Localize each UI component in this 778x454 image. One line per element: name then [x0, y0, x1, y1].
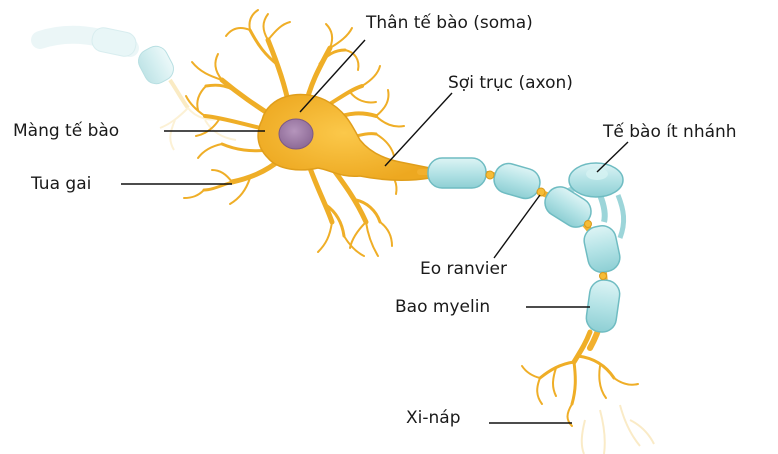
nucleus [279, 119, 313, 149]
leader-ranvier [494, 195, 540, 258]
label-membrane: Màng tế bào [13, 121, 119, 141]
label-synapse: Xi-náp [406, 408, 461, 428]
label-oligodendrocyte: Tế bào ít nhánh [603, 122, 737, 142]
leader-axon [385, 93, 452, 166]
label-node-of-ranvier: Eo ranvier [420, 259, 507, 279]
label-myelin-sheath: Bao myelin [395, 297, 490, 317]
label-axon: Sợi trục (axon) [448, 73, 573, 93]
axon-terminals [522, 332, 638, 426]
label-dendrite: Tua gai [31, 174, 91, 194]
faded-downstream-terminals [582, 405, 654, 454]
leader-lines [121, 40, 628, 423]
label-soma: Thân tế bào (soma) [366, 13, 533, 33]
